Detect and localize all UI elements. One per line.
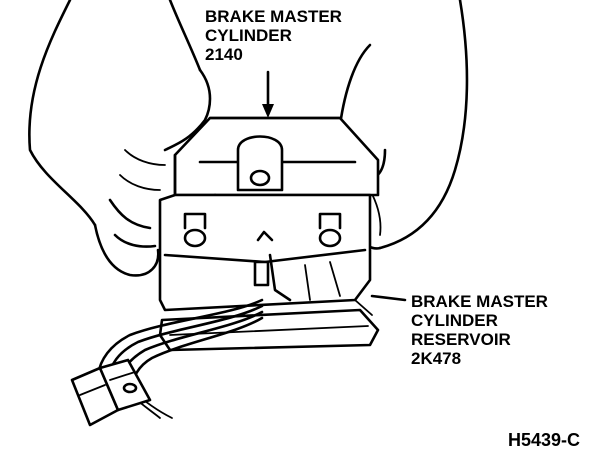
callout-line: CYLINDER xyxy=(205,26,292,45)
part-number: 2140 xyxy=(205,45,243,64)
master-cylinder-callout: BRAKE MASTER CYLINDER 2140 xyxy=(205,7,342,64)
master-cylinder-body xyxy=(173,116,380,207)
callout-line: CYLINDER xyxy=(411,311,498,330)
part-number: 2K478 xyxy=(411,349,462,368)
reservoir-callout: BRAKE MASTER CYLINDER RESERVOIR 2K478 xyxy=(411,292,548,368)
callout-line: BRAKE MASTER xyxy=(411,292,548,311)
leader-lines xyxy=(262,70,407,302)
callout-line: BRAKE MASTER xyxy=(205,7,342,26)
figure-id: H5439-C xyxy=(508,430,581,450)
callout-line: RESERVOIR xyxy=(411,330,511,349)
left-hand xyxy=(28,0,212,277)
electrical-connector xyxy=(70,358,152,427)
reservoir-housing xyxy=(158,193,380,352)
